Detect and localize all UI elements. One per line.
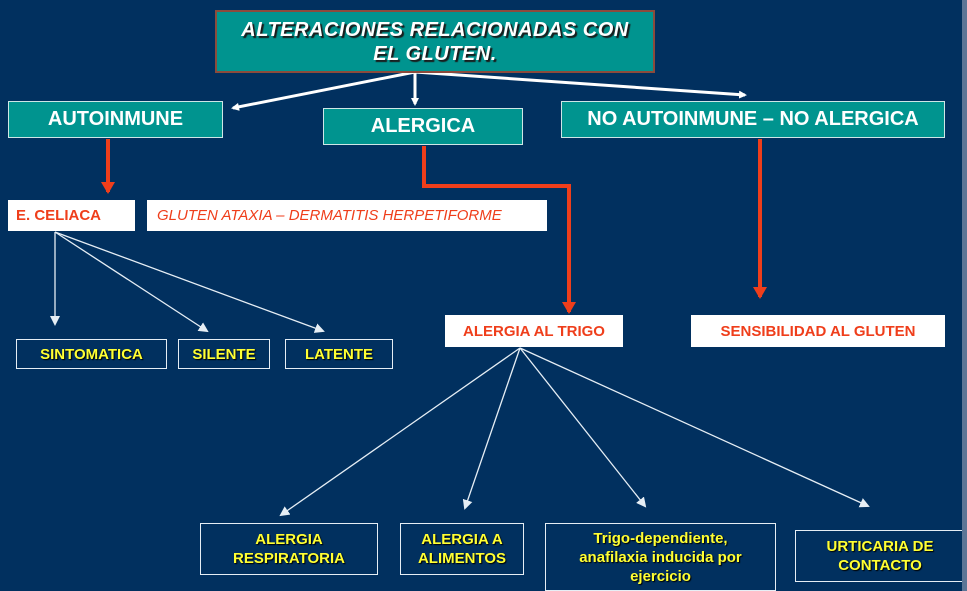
connector-title-no-autoinmune <box>414 70 747 99</box>
node-anafilaxia-ejercicio: Trigo-dependiente, anafilaxia inducida p… <box>545 523 776 591</box>
node-alergia-alimentos: ALERGIA A ALIMENTOS <box>400 523 524 575</box>
node-sintomatica: SINTOMATICA <box>16 339 167 369</box>
node-urticaria-contacto: URTICARIA DE CONTACTO <box>795 530 965 582</box>
node-celiaca: E. CELIACA <box>8 200 135 231</box>
node-no-autoinmune: NO AUTOINMUNE – NO ALERGICA <box>561 101 945 138</box>
node-alergia-trigo: ALERGIA AL TRIGO <box>445 315 623 347</box>
connector-alergica-trigo <box>422 146 576 314</box>
connector-trigo-respiratoria <box>279 347 521 517</box>
diagram-title: ALTERACIONES RELACIONADAS CON EL GLUTEN. <box>215 10 655 73</box>
connector-trigo-anafilaxia <box>519 347 647 508</box>
connector-trigo-urticaria <box>519 347 870 508</box>
connector-trigo-alimentos <box>462 347 521 510</box>
connector-celiaca-silente <box>54 231 209 333</box>
node-silente: SILENTE <box>178 339 270 369</box>
slide-edge <box>962 0 967 591</box>
node-alergica: ALERGICA <box>323 108 523 145</box>
node-latente: LATENTE <box>285 339 393 369</box>
node-autoinmune: AUTOINMUNE <box>8 101 223 138</box>
connector-title-autoinmune <box>231 70 416 111</box>
node-gluten-ataxia: GLUTEN ATAXIA – DERMATITIS HERPETIFORME <box>147 200 547 231</box>
connector-celiaca-latente <box>54 231 325 333</box>
node-alergia-respiratoria: ALERGIA RESPIRATORIA <box>200 523 378 575</box>
node-sensibilidad-gluten: SENSIBILIDAD AL GLUTEN <box>691 315 945 347</box>
